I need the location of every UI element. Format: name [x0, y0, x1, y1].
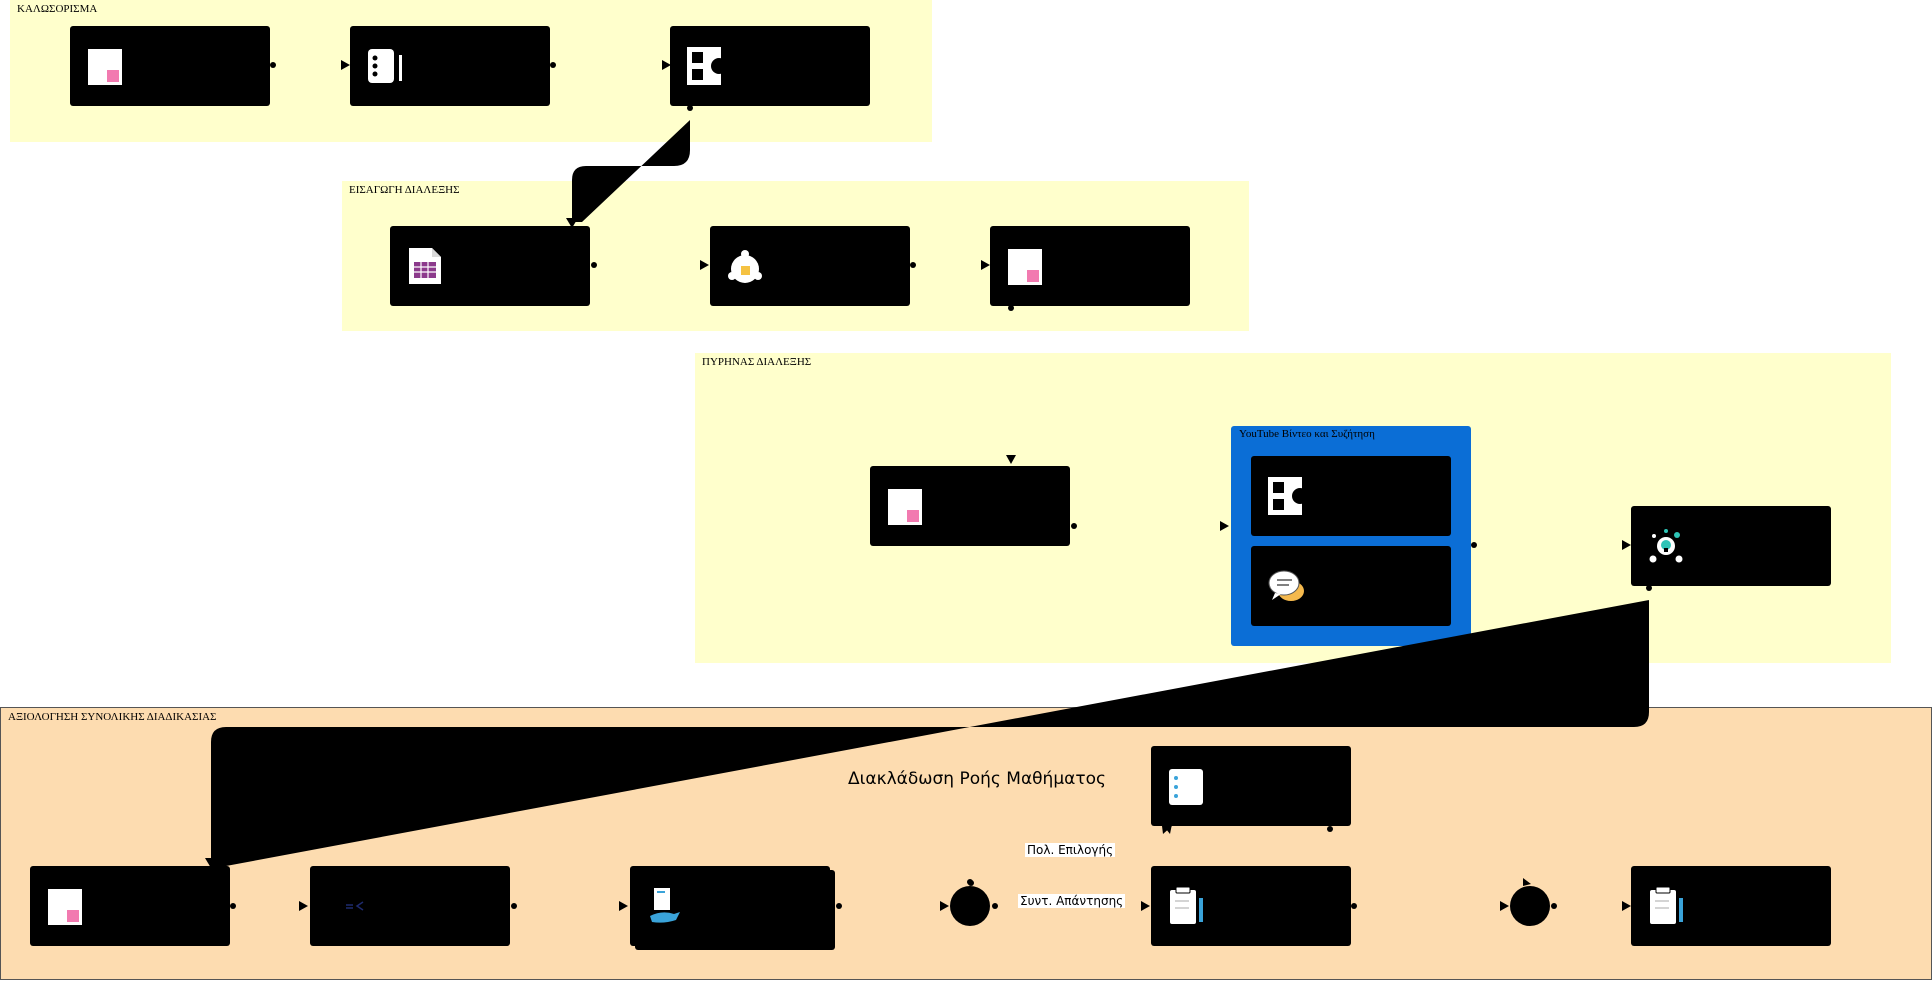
eval-page-node[interactable] [30, 866, 230, 946]
eval-checklist-node[interactable] [1151, 866, 1351, 946]
edge-label-short-answer: Συντ. Απάντησης [1018, 894, 1126, 908]
merge-gateway[interactable] [1510, 886, 1550, 926]
core-idea-node[interactable] [1631, 506, 1831, 586]
page-icon [1008, 249, 1042, 285]
list-icon [1169, 769, 1203, 805]
comparison-icon [346, 901, 364, 911]
hand-document-icon [650, 888, 680, 923]
group-title: YouTube Βίντεο και Συζήτηση [1239, 428, 1375, 440]
eval-comparison-node[interactable] [310, 866, 510, 946]
intro-brainstorm-node[interactable] [710, 226, 910, 306]
lane-title: ΠΥΡΗΝΑΣ ΔΙΑΛΕΞΗΣ [702, 356, 812, 368]
page-icon [88, 49, 122, 85]
presentation-icon [368, 49, 402, 83]
branch-title: Διακλάδωση Ροής Μαθήματος [848, 769, 1106, 789]
branch-gateway[interactable] [950, 886, 990, 926]
page-icon [48, 889, 82, 925]
checklist-icon [1650, 886, 1683, 924]
eval-list-node[interactable] [1151, 746, 1351, 826]
eval-document-node[interactable] [630, 866, 830, 946]
shapes-icon [1268, 477, 1305, 515]
discussion-node[interactable] [1251, 546, 1451, 626]
welcome-shapes-node[interactable] [670, 26, 870, 106]
intro-spreadsheet-node[interactable] [390, 226, 590, 306]
checklist-icon [1170, 886, 1203, 924]
flow-band-core-eval [211, 588, 1649, 866]
brainstorm-icon [728, 250, 762, 283]
spreadsheet-icon [409, 248, 441, 284]
page-icon [888, 489, 922, 525]
lane-title: ΑΞΙΟΛΟΓΗΣΗ ΣΥΝΟΛΙΚΗΣ ΔΙΑΔΙΚΑΣΙΑΣ [8, 711, 217, 723]
idea-network-icon [1649, 529, 1683, 563]
core-page-node[interactable] [870, 466, 1070, 546]
youtube-video-node[interactable] [1251, 456, 1451, 536]
shapes-icon [687, 47, 724, 85]
chat-icon [1268, 570, 1304, 601]
welcome-presentation-node[interactable] [350, 26, 550, 106]
flow-band-welcome-intro [572, 108, 690, 222]
intro-page-node[interactable] [990, 226, 1190, 306]
branch-gateway-marker [967, 879, 973, 885]
lane-title: ΚΑΛΩΣΟΡΙΣΜΑ [17, 3, 98, 15]
eval-final-checklist-node[interactable] [1631, 866, 1831, 946]
lane-title: ΕΙΣΑΓΩΓΗ ΔΙΑΛΕΞΗΣ [349, 184, 460, 196]
list-node-callout-tail [1162, 824, 1172, 834]
welcome-page-node[interactable] [70, 26, 270, 106]
edge-label-multiple-choice: Πολ. Επιλογής [1025, 843, 1116, 857]
